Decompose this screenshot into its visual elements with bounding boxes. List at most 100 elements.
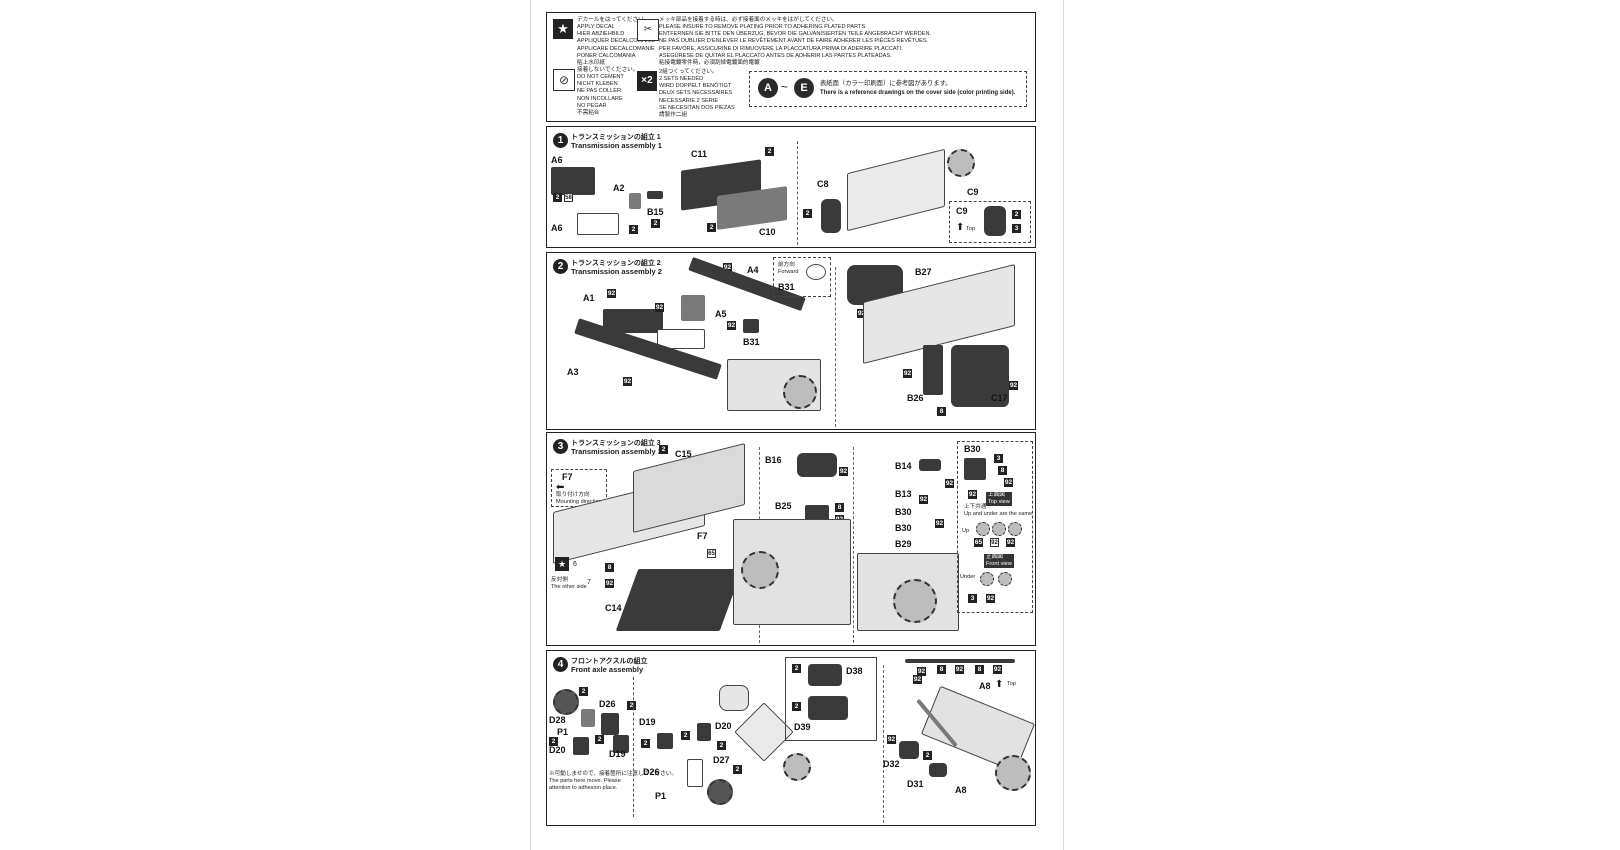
part-number: 2 [707, 223, 716, 232]
part-number: 92 [945, 479, 954, 488]
part-c8 [821, 199, 841, 233]
part-label: B29 [895, 539, 912, 549]
nocement-jp: 接着しないでください。 [577, 67, 639, 73]
part-label: F7 [562, 472, 573, 482]
part-a5 [681, 295, 705, 321]
part-label: C8 [817, 179, 829, 189]
part-number: 92 [655, 303, 664, 312]
part-label: D20 [715, 721, 732, 731]
top-note: Top [966, 226, 976, 232]
part-number: 92 [903, 369, 912, 378]
adhesion-note: ※可動しませので、接着箇所に注意してください。 The parts here m… [549, 771, 677, 791]
two-sets-icon: ×2 [637, 71, 657, 91]
part-label: D31 [907, 779, 924, 789]
part-number: 65 [707, 549, 716, 558]
part-number: 2 [792, 702, 801, 711]
part-number: 2 [792, 664, 801, 673]
part-label: C11 [691, 149, 708, 159]
part-number: 92 [913, 675, 922, 684]
part-label: P1 [655, 791, 667, 801]
part-number: 92 [1006, 538, 1015, 547]
part-number: 92 [955, 665, 964, 674]
part-number: 2 [923, 751, 932, 760]
part-b30-detail [964, 458, 986, 480]
divider [835, 267, 836, 427]
part-label: D26 [599, 699, 616, 709]
part-number: 92 [986, 594, 995, 603]
part-number: 8 [937, 665, 946, 674]
part-label: B30 [964, 444, 981, 454]
front-view-note: 正面図 Front view [984, 554, 1014, 568]
part-label: D39 [794, 722, 811, 732]
part-d19-b [657, 733, 673, 749]
divider [883, 665, 884, 823]
part-label: D38 [846, 666, 863, 676]
part-a6-frame [577, 213, 619, 235]
no-cement-icon: ⊘ [553, 69, 575, 91]
step-title-en: Front axle assembly [571, 665, 644, 674]
part-number: 2 [803, 209, 812, 218]
decal-jp: デカールをはってください。 [577, 17, 650, 23]
part-number: 3 [994, 454, 1003, 463]
part-label: D26 [643, 767, 660, 777]
tie-rod [905, 659, 1015, 663]
ref-tilde: ~ [781, 80, 789, 94]
wheel-gear [995, 755, 1031, 791]
part-b25 [805, 505, 829, 523]
step-title-en: Transmission assembly 1 [571, 141, 662, 150]
part-label: D19 [639, 717, 656, 727]
decal-text: APPLY DECAL HIER ABZIEHBILD APPLIQUER DE… [577, 24, 656, 67]
step-title-jp: トランスミッションの組立 1 [571, 134, 661, 141]
part-label: A2 [613, 183, 625, 193]
forward-note: 前方向 Forward [778, 262, 799, 275]
part-label: B16 [765, 455, 782, 465]
transmission-assembly [847, 148, 945, 232]
step-number: 3 [553, 439, 568, 454]
step-title-jp: フロントアクスルの組立 [571, 658, 648, 665]
part-label: B25 [775, 501, 792, 511]
part-label: B15 [647, 207, 664, 217]
other-side-note: 反対側 The other side [551, 577, 587, 590]
part-number: 58 [564, 193, 573, 202]
part-label: P1 [557, 727, 569, 737]
part-c9-detail [984, 206, 1006, 236]
step-4-panel: 4 フロントアクスルの組立 Front axle assembly 2 D28 … [546, 650, 1036, 826]
plated-jp: メッキ部品を接着する時は、必ず接着面のメッキをはがしてください。 [659, 17, 838, 23]
part-b26 [923, 345, 943, 395]
part-label: D28 [549, 715, 566, 725]
part-label: A3 [567, 367, 579, 377]
ring-part [998, 572, 1012, 586]
part-c9-gear [947, 149, 975, 177]
up-note: Up [962, 528, 970, 534]
part-number: 2 [595, 735, 604, 744]
part-number: 92 [1009, 381, 1018, 390]
ring-part [980, 572, 994, 586]
part-b14 [919, 459, 941, 471]
part-number: 92 [727, 321, 736, 330]
step-number: 1 [553, 133, 568, 148]
part-number: 3 [968, 594, 977, 603]
wheel-gear [741, 551, 779, 589]
part-label: A4 [747, 265, 759, 275]
part-a6-housing [551, 167, 595, 195]
part-number: 92 [935, 519, 944, 528]
star-icon: ★ [555, 557, 569, 571]
b30-detail-box: B30 3 8 92 92 上面図 Top view 上下共通 Up and u… [957, 441, 1033, 613]
part-p1-b [687, 759, 703, 787]
part-d31 [929, 763, 947, 777]
part-label: B13 [895, 489, 912, 499]
wheel-gear [783, 375, 817, 409]
part-motor [657, 329, 705, 349]
part-label: A8 [955, 785, 967, 795]
under-note: Under [960, 574, 976, 580]
part-b16 [797, 453, 837, 477]
part-number: 92 [607, 289, 616, 298]
part-b31-detail [806, 264, 826, 280]
part-label: C10 [759, 227, 776, 237]
part-number: 2 [579, 687, 588, 696]
up-under-note: 上下共通 Up and under are the same [964, 504, 1033, 517]
part-b15 [647, 191, 663, 199]
part-number: 2 [717, 741, 726, 750]
part-d20 [573, 737, 589, 755]
step-1-panel: 1 トランスミッションの組立 1 Transmission assembly 1… [546, 126, 1036, 248]
